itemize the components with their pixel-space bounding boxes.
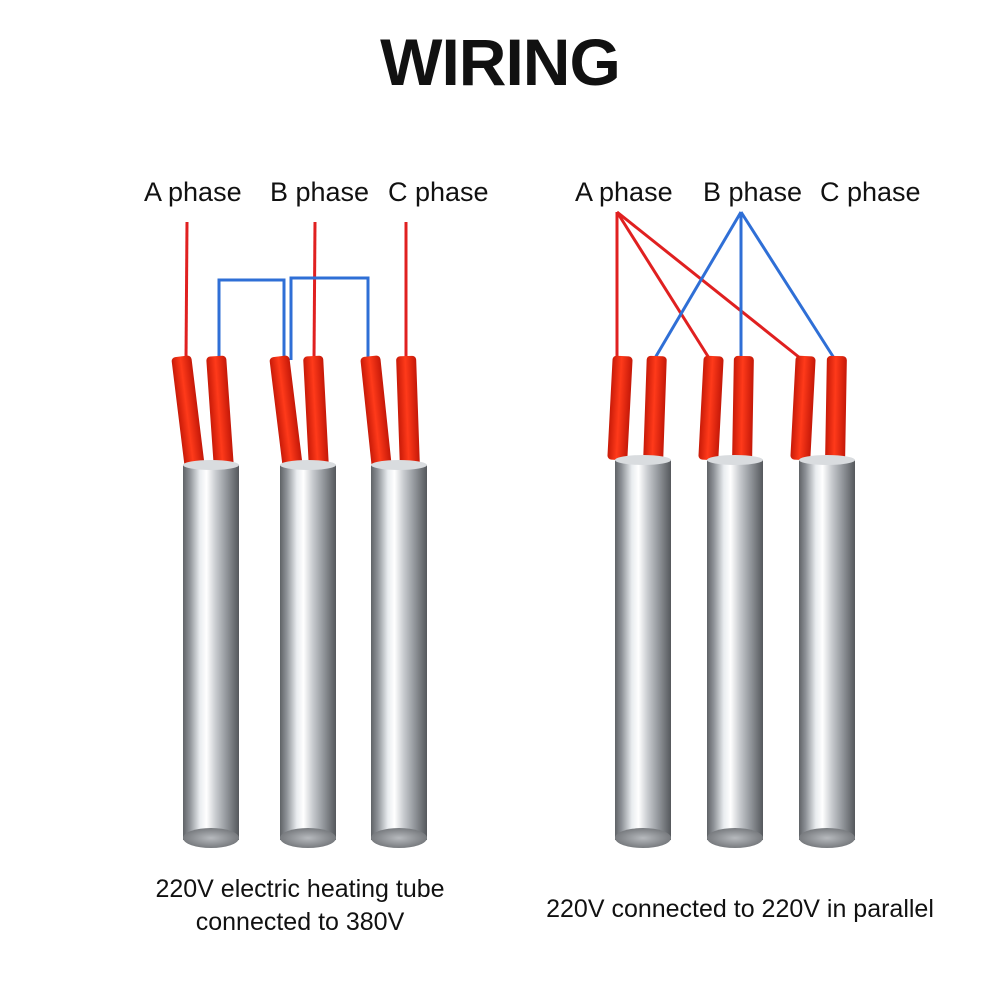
page-title: WIRING [380,25,621,99]
left-caption-line2: connected to 380V [195,908,405,936]
left-wires [184,221,408,361]
tube-sleeve [206,355,234,469]
left-jumper-1 [217,278,286,360]
tube-end [183,828,239,848]
left-b-wire [312,221,317,361]
tube-sleeve [643,355,667,461]
right-caption: 220V connected to 220V in parallel [546,895,934,923]
tube-end [280,828,336,848]
tube-end [615,828,671,848]
heating-tube-icon [171,355,239,848]
tube-sleeve [825,355,847,461]
tube-sleeve [790,355,816,461]
tube-body [707,460,763,840]
tube-top [615,455,671,465]
tube-top [707,455,763,465]
left-jumper-2 [289,276,370,360]
tube-end [371,828,427,848]
right-wires [615,210,836,360]
right-b-wire-1 [653,211,743,359]
tube-end [707,828,763,848]
tube-top [280,460,336,470]
tube-sleeve [732,355,754,461]
tube-sleeve [171,355,205,469]
tube-sleeve [303,355,329,469]
tube-sleeve [607,355,633,461]
tube-sleeve [360,355,392,469]
tube-sleeve [698,355,724,461]
left-c-phase-label: C phase [388,177,489,207]
tube-sleeve [396,355,420,469]
tube-sleeve [269,355,303,469]
left-b-phase-label: B phase [270,177,370,207]
tube-top [183,460,239,470]
left-a-wire [184,221,189,361]
tube-body [371,465,427,840]
tube-body [799,460,855,840]
heating-tube-icon [698,355,763,848]
right-c-phase-label: C phase [820,177,921,207]
tube-top [371,460,427,470]
right-b-phase-label: B phase [703,177,803,207]
left-a-phase-label: A phase [144,177,242,207]
tube-top [799,455,855,465]
heating-tube-icon [269,355,336,848]
right-a-wire-3 [616,210,801,360]
tube-body [615,460,671,840]
right-b-wire-3 [739,211,836,359]
right-a-wire-2 [615,211,711,359]
heating-tube-icon [607,355,671,848]
right-a-phase-label: A phase [575,177,673,207]
heating-tube-icon [360,355,427,848]
tube-body [280,465,336,840]
left-caption-line1: 220V electric heating tube [155,875,445,903]
left-caption: 220V electric heating tube connected to … [100,873,500,939]
heating-tube-icon [790,355,855,848]
tube-end [799,828,855,848]
tube-body [183,465,239,840]
